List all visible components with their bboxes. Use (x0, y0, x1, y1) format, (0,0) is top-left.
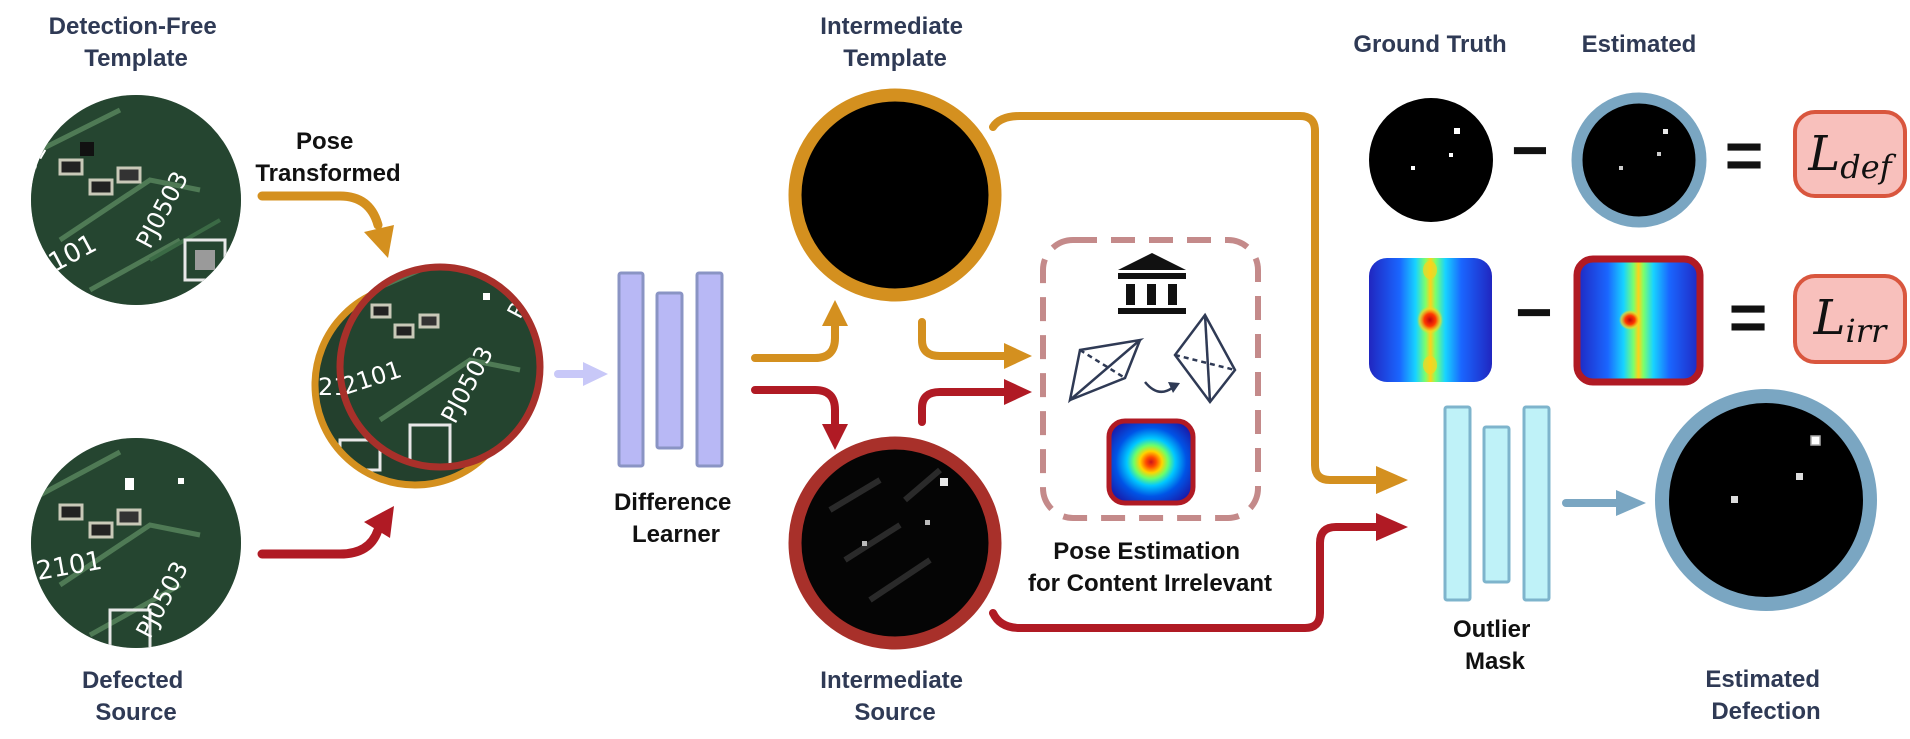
estimated-defection-mask (1655, 389, 1877, 611)
orange-path-to-outlier-mask (989, 112, 1384, 484)
template-pcb-image: 2101 PJ0503 01 (31, 95, 241, 305)
difference-learner-label: Difference Learner (614, 489, 738, 548)
ground-truth-heatmap (1369, 258, 1492, 382)
orange-arrowhead (364, 225, 394, 258)
pose-estimation-label: Pose Estimation for Content Irrelevant (1028, 538, 1272, 597)
estimated-label: Estimated (1582, 31, 1697, 58)
orange-arrowhead-up (822, 300, 848, 326)
ground-truth-label: Ground Truth (1353, 31, 1506, 58)
bank-icon (1118, 253, 1186, 314)
defected-source-label: Defected Source (82, 667, 190, 726)
equals-operator: = (1729, 280, 1768, 354)
red-path-to-outlier-mask (989, 523, 1384, 632)
equals-operator: = (1725, 118, 1764, 192)
pose-estimation-box (1040, 237, 1261, 521)
estimated-heatmap (1573, 255, 1704, 386)
minus-operator: − (1511, 114, 1548, 186)
intermediate-template-label: Intermediate Template (820, 13, 969, 72)
lavender-arrowhead (583, 362, 608, 386)
red-arrowhead-pose (1004, 379, 1032, 405)
orange-arrow-to-pose-estimation (918, 318, 1014, 360)
red-arrowhead-outlier (1376, 513, 1408, 541)
loss-def-box: Ldef (1793, 110, 1907, 198)
intermediate-template-image (788, 88, 1002, 302)
transformed-source-image: 2101 PJ0503 PI (336, 263, 544, 471)
camera-frustum-icon (1068, 338, 1145, 404)
detection-free-template-label: Detection-Free Template (49, 13, 224, 72)
orange-arrowhead-pose (1004, 343, 1032, 369)
svg-text:Ldef: Ldef (1807, 126, 1896, 186)
red-arrowhead-down (822, 424, 848, 450)
red-arrowhead (364, 506, 394, 538)
red-arrow-to-intermediate-source (751, 386, 839, 432)
red-arrow-to-pose-estimation (918, 388, 1014, 426)
outlier-mask-label: Outlier Mask (1453, 616, 1537, 675)
minus-operator: − (1515, 276, 1552, 348)
estimated-mask (1571, 92, 1707, 228)
curved-arrow-icon (1144, 381, 1180, 394)
pose-heatmap-thumbnail (1106, 418, 1196, 506)
blue-arrowhead (1616, 490, 1646, 516)
orange-arrow-to-intermediate-template (751, 318, 839, 362)
pose-transformed-label: Pose Transformed (255, 128, 400, 187)
red-arrow-source-to-transformed (257, 525, 383, 559)
camera-frustum-icon (1173, 312, 1237, 405)
orange-arrow-template-to-transformed (257, 191, 383, 230)
svg-text:Lirr: Lirr (1813, 290, 1888, 350)
intermediate-source-image (788, 436, 1002, 650)
intermediate-source-label: Intermediate Source (820, 667, 969, 726)
estimated-defection-label: Estimated Defection (1705, 666, 1826, 725)
loss-irr-box: Lirr (1793, 274, 1907, 364)
ground-truth-mask (1369, 98, 1493, 222)
source-pcb-image: 2101 PJ0503 01 (31, 438, 241, 648)
outlier-mask-network (1443, 405, 1551, 602)
orange-arrowhead-outlier (1376, 466, 1408, 494)
difference-learner-network (617, 271, 724, 468)
